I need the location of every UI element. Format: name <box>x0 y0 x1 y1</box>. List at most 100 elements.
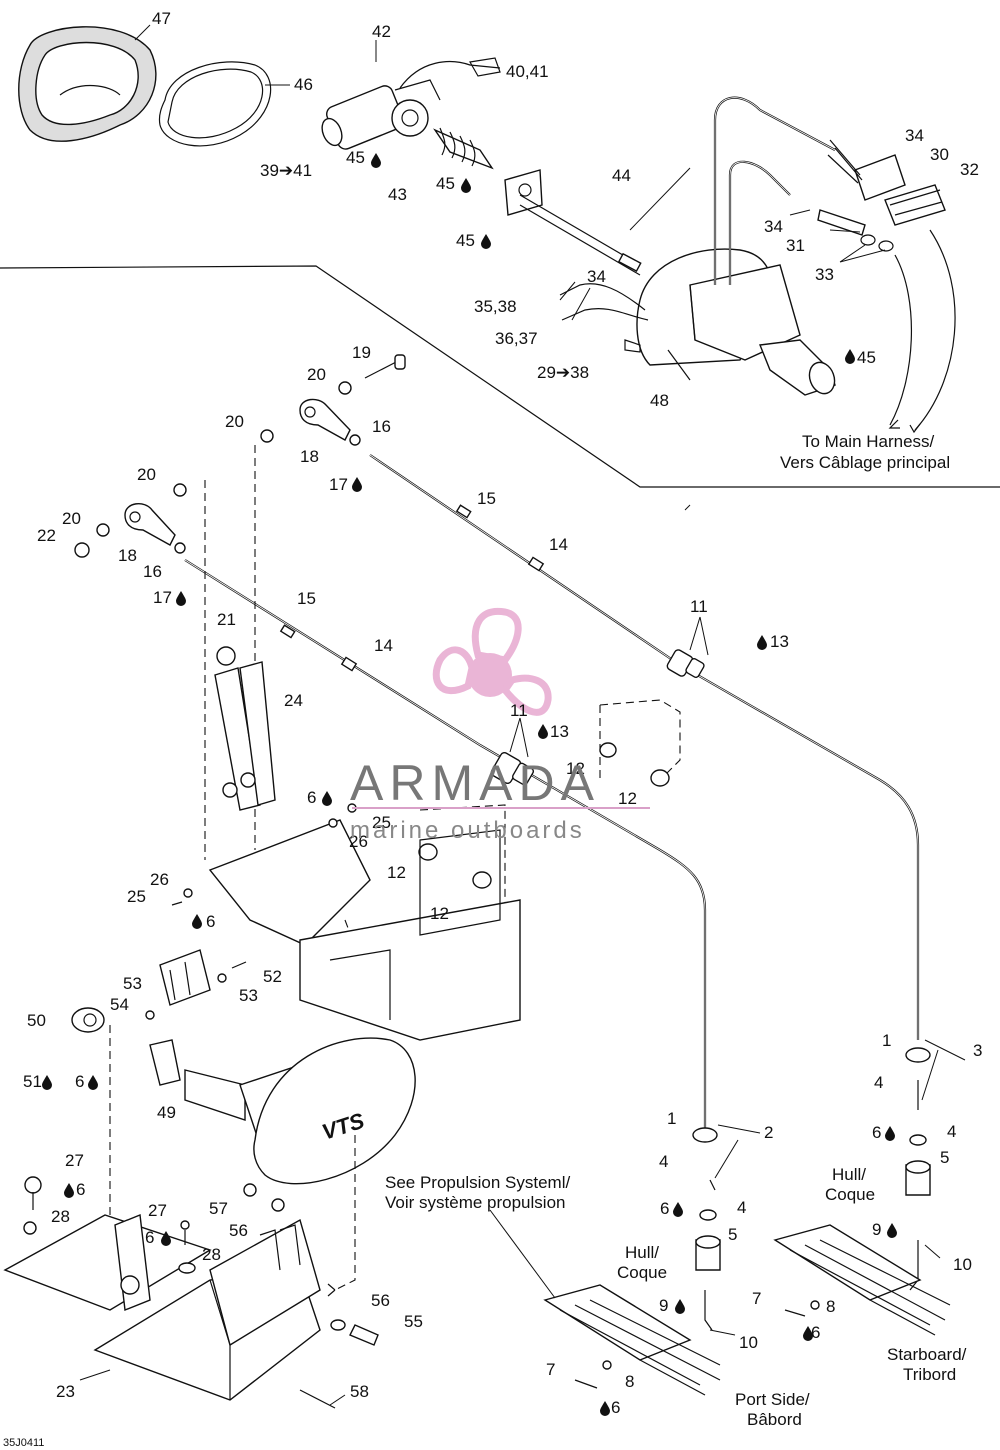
washer-12a <box>599 742 617 758</box>
callout-20a: 20 <box>307 365 326 384</box>
callout-20c: 20 <box>137 465 156 484</box>
callout-26b: 26 <box>150 870 169 889</box>
mounting-plate-23 <box>3 1214 321 1401</box>
callout-16a: 16 <box>372 417 391 436</box>
vts-control-49: VTS <box>71 1007 416 1185</box>
callout-48: 48 <box>650 391 669 410</box>
label-starboard-1: Starboard/ <box>887 1345 967 1364</box>
callout-6e: 6 <box>660 1199 669 1218</box>
callout-6h: 6 <box>811 1323 820 1342</box>
plate-53 <box>159 949 211 1006</box>
callout-40-41: 40,41 <box>506 62 549 81</box>
callout-23: 23 <box>56 1382 75 1401</box>
callout-6f: 6 <box>76 1180 85 1199</box>
callout-32: 32 <box>960 160 979 179</box>
callout-27b: 27 <box>148 1201 167 1220</box>
callout-54: 54 <box>110 995 129 1014</box>
callout-55: 55 <box>404 1312 423 1331</box>
callout-26a: 26 <box>349 832 368 851</box>
callout-43: 43 <box>388 185 407 204</box>
callout-33: 33 <box>815 265 834 284</box>
callout-10b: 10 <box>739 1333 758 1352</box>
callout-16b: 16 <box>143 562 162 581</box>
trim-tab-port <box>543 1284 721 1396</box>
callout-13b: 13 <box>550 722 569 741</box>
propeller-logo-icon <box>432 607 552 716</box>
bellow-43 <box>433 127 494 170</box>
callout-12d: 12 <box>430 904 449 923</box>
callout-14b: 14 <box>374 636 393 655</box>
callout-42: 42 <box>372 22 391 41</box>
callout-20b: 20 <box>225 412 244 431</box>
watermark-name: ARMADA <box>350 755 600 811</box>
callout-39-41: 39➔41 <box>260 161 312 180</box>
callout-1b: 1 <box>667 1109 676 1128</box>
callout-13a: 13 <box>770 632 789 651</box>
bracket-housing <box>208 819 521 1041</box>
callout-24: 24 <box>284 691 303 710</box>
callout-9a: 9 <box>872 1220 881 1239</box>
bracket-45 <box>504 169 543 216</box>
callout-15a: 15 <box>477 489 496 508</box>
callout-1a: 1 <box>882 1031 891 1050</box>
callout-22: 22 <box>37 526 56 545</box>
callout-11a: 11 <box>690 597 708 616</box>
connector-30 <box>827 139 906 201</box>
callout-27a: 27 <box>65 1151 84 1170</box>
terminal-31 <box>817 209 866 236</box>
callout-3: 3 <box>973 1041 982 1060</box>
cover-47 <box>18 26 157 142</box>
callout-58: 58 <box>350 1382 369 1401</box>
callout-56a: 56 <box>229 1221 248 1240</box>
callout-45a: 45 <box>346 148 365 167</box>
actuator-motor <box>321 57 501 150</box>
callout-6b: 6 <box>206 912 215 931</box>
callout-46: 46 <box>294 75 313 94</box>
callout-52: 52 <box>263 967 282 986</box>
fitting-starboard <box>905 1047 931 1291</box>
callout-12b: 12 <box>618 789 637 808</box>
callout-35-38: 35,38 <box>474 297 517 316</box>
callout-51: 51 <box>23 1072 42 1091</box>
callout-17a: 17 <box>329 475 348 494</box>
label-hull-starboard-1: Hull/ <box>832 1165 866 1184</box>
callout-21: 21 <box>217 610 236 629</box>
callout-50: 50 <box>27 1011 46 1030</box>
callout-53b: 53 <box>239 986 258 1005</box>
fitting-port <box>692 1127 721 1331</box>
callout-34b: 34 <box>764 217 783 236</box>
label-hull-starboard-2: Coque <box>825 1185 875 1204</box>
note-main-harness-1: To Main Harness/ <box>802 432 935 451</box>
callout-45d: 45 <box>857 348 876 367</box>
label-starboard-2: Tribord <box>903 1365 956 1384</box>
callout-25a: 25 <box>372 813 391 832</box>
callout-2: 2 <box>764 1123 773 1142</box>
callout-14a: 14 <box>549 535 568 554</box>
callout-17b: 17 <box>153 588 172 607</box>
rod-44 <box>519 194 641 266</box>
callout-12a: 12 <box>566 759 585 778</box>
callout-34a: 34 <box>905 126 924 145</box>
note-propulsion-2: Voir système propulsion <box>385 1193 565 1212</box>
label-hull-port-2: Coque <box>617 1263 667 1282</box>
note-propulsion-1: See Propulsion Systeml/ <box>385 1173 570 1192</box>
callout-7a: 7 <box>752 1289 761 1308</box>
callout-36-37: 36,37 <box>495 329 538 348</box>
callout-5b: 5 <box>728 1225 737 1244</box>
callout-15b: 15 <box>297 589 316 608</box>
seal-33 <box>860 234 894 252</box>
callout-6g: 6 <box>145 1228 154 1247</box>
callout-8a: 8 <box>826 1297 835 1316</box>
callout-28b: 28 <box>202 1245 221 1264</box>
callout-10a: 10 <box>953 1255 972 1274</box>
watermark-tagline: marine outboards <box>350 817 585 844</box>
callout-56b: 56 <box>371 1291 390 1310</box>
callout-7b: 7 <box>546 1360 555 1379</box>
callout-49: 49 <box>157 1103 176 1122</box>
cable-end-18-bottom <box>74 483 187 558</box>
callout-19: 19 <box>352 343 371 362</box>
label-hull-port-1: Hull/ <box>625 1243 659 1262</box>
callout-4a: 4 <box>874 1073 883 1092</box>
callout-25b: 25 <box>127 887 146 906</box>
